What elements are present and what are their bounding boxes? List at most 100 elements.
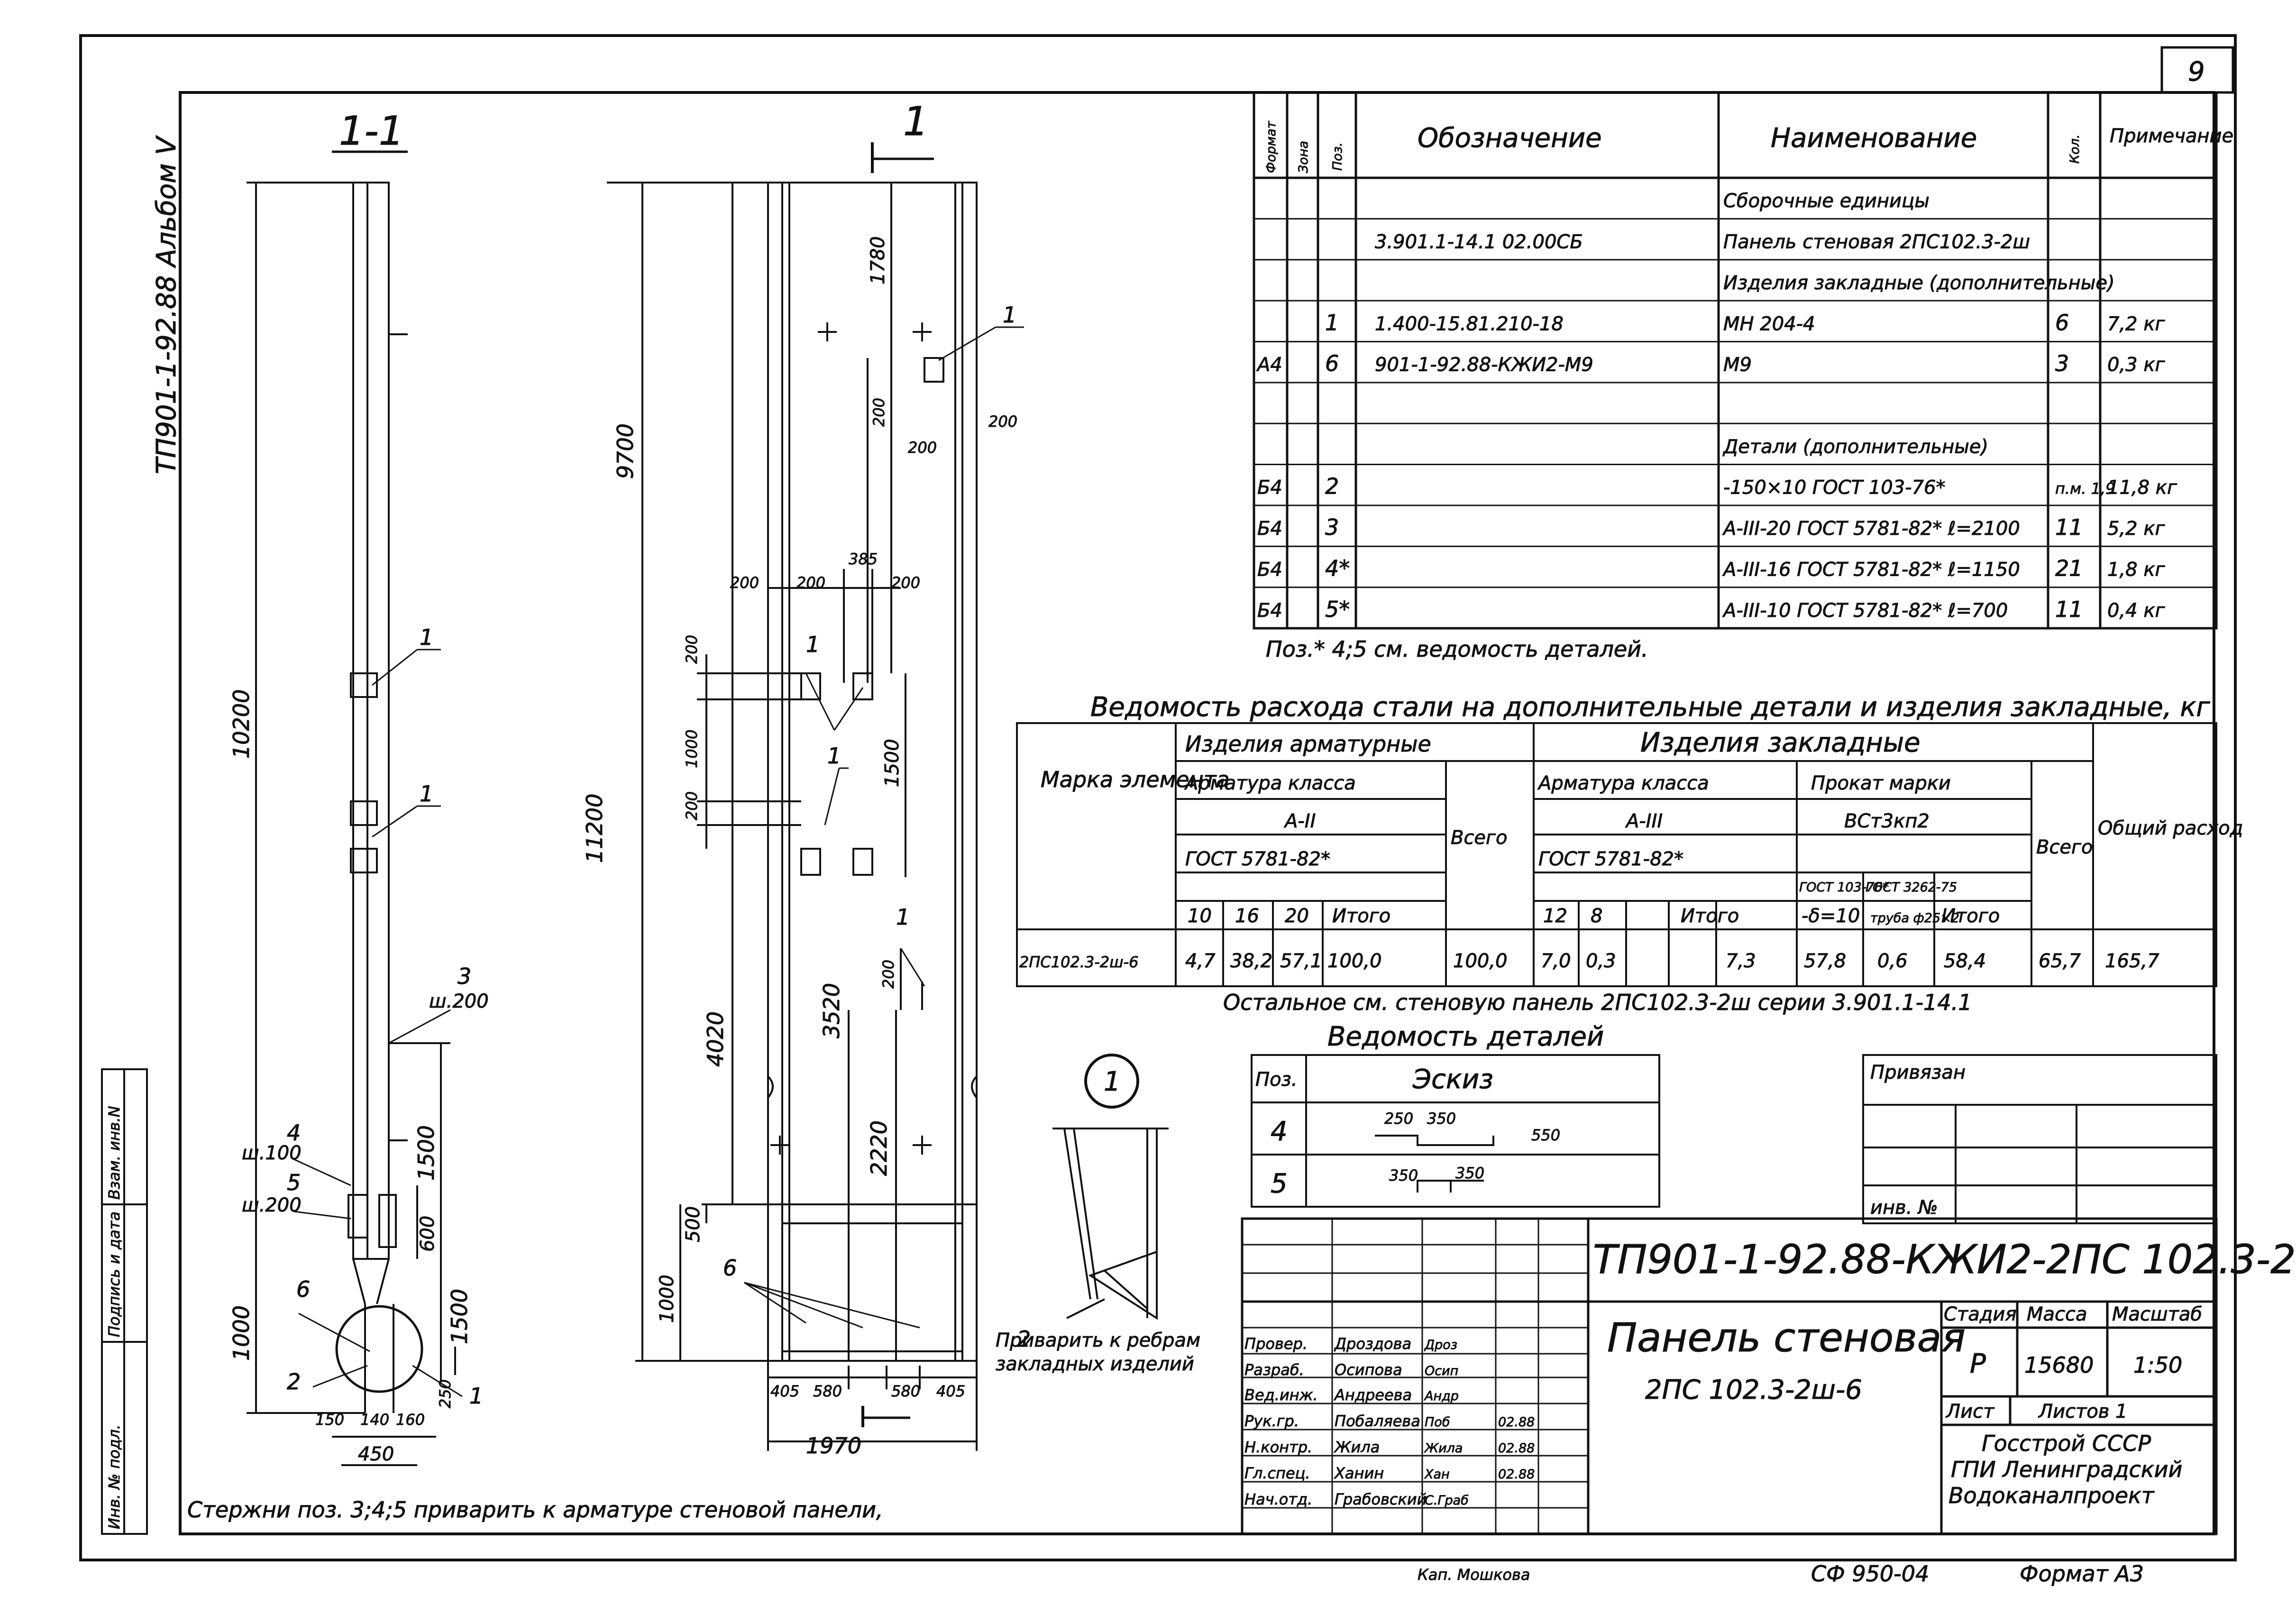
elev-dim-405b: 405 — [936, 1382, 965, 1400]
section-label: 1-1 — [339, 108, 404, 154]
elevation — [607, 142, 978, 1451]
spec-cell-note: 0,3 кг — [2107, 354, 2165, 376]
copyist-label: Кап. Мошкова — [1418, 1566, 1530, 1584]
sig-name: Побаляева — [1335, 1412, 1420, 1430]
spec-h-format: Формат — [1264, 120, 1279, 173]
parts-title: Ведомость деталей — [1327, 1021, 1604, 1052]
spec-cell-name: Панель стеновая 2ПС102.3-2ш — [1723, 231, 2030, 253]
elev-dim-200c: 200 — [988, 413, 1017, 431]
sig-signature: Хан — [1424, 1467, 1450, 1482]
elev-callout-1c: 1 — [827, 743, 841, 769]
parts-row5-a: 350 — [1389, 1166, 1418, 1184]
spec-cell-name: А-III-16 ГОСТ 5781-82* ℓ=1150 — [1722, 559, 2020, 580]
steel-col-header: Итого — [1941, 905, 2000, 927]
title-block-left — [1242, 1219, 1588, 1534]
spec-h-note: Примечание — [2110, 125, 2233, 147]
spec-cell-pos: 6 — [1325, 351, 1339, 376]
elev-dim-200d: 200 — [730, 574, 759, 592]
spec-cell-name: Детали (дополнительные) — [1722, 436, 1988, 458]
steel-cell-it3: 58,4 — [1944, 950, 1986, 972]
drawing-footnote: Стержни поз. 3;4;5 приварить к арматуре … — [187, 1497, 883, 1523]
parts-h-sketch: Эскиз — [1412, 1064, 1493, 1095]
steel-h-gost-a: ГОСТ 5781-82* — [1185, 848, 1330, 870]
steel-col-header: Итого — [1681, 905, 1739, 927]
section-dim-160: 160 — [396, 1411, 425, 1429]
spec-h-pos: Поз. — [1330, 142, 1345, 171]
title-org-1: Госстрой СССР — [1982, 1431, 2151, 1456]
steel-h-mark-1: Марка элемента — [1041, 767, 1230, 792]
steel-cell-v10: 4,7 — [1185, 950, 1216, 972]
spec-cell-name: МН 204-4 — [1723, 313, 1815, 335]
spec-row: Сборочные единицы — [1723, 190, 1930, 212]
spec-cell-name: -150×10 ГОСТ 103-76* — [1723, 477, 1945, 499]
elev-dim-4020: 4020 — [703, 1011, 728, 1067]
title-stage: Р — [1970, 1349, 1986, 1379]
spec-h-designation: Обозначение — [1418, 123, 1602, 154]
sig-date: 02.88 — [1498, 1415, 1535, 1430]
spec-cell-note: 7,2 кг — [2107, 313, 2165, 335]
parts-row4-a: 250 — [1384, 1110, 1413, 1128]
steel-col-header: -δ=10 — [1802, 905, 1860, 927]
spec-h-zone: Зона — [1296, 141, 1311, 173]
steel-cell-mark: 2ПС102.3-2ш-6 — [1019, 953, 1138, 971]
side-label-inv: Инв. № подл. — [105, 1424, 123, 1529]
elev-dim-385: 385 — [849, 550, 878, 568]
sig-name: Грабовский — [1335, 1490, 1427, 1508]
spec-cell-note: 0,4 кг — [2107, 600, 2165, 622]
steel-col-header: труба ф25×2 — [1870, 911, 1959, 926]
sig-role: Вед.инж. — [1244, 1386, 1318, 1404]
sheet-frame — [79, 34, 2237, 1561]
elev-dim-1000b: 1000 — [683, 730, 701, 768]
title-scale: 1:50 — [2133, 1352, 2182, 1378]
steel-cell-pipe: 0,6 — [1877, 950, 1908, 972]
section-dim-1500a: 1500 — [413, 1125, 439, 1181]
steel-note: Остальное см. стеновую панель 2ПС102.3-2… — [1223, 990, 1972, 1015]
album-code: ТП901-1-92.88 Альбом V — [151, 135, 182, 474]
sig-name: Жила — [1334, 1438, 1380, 1456]
sig-role: Рук.гр. — [1244, 1412, 1299, 1430]
privyazan-grid — [1862, 1054, 2217, 1224]
steel-cell-total: 165,7 — [2105, 950, 2159, 972]
privyazan-label: Привязан — [1870, 1062, 1966, 1083]
section-dim-1000: 1000 — [229, 1305, 254, 1361]
elev-dim-1000: 1000 — [656, 1275, 678, 1323]
archive-code: СФ 950-04 — [1811, 1561, 1929, 1587]
callout-5-step: ш.200 — [242, 1194, 302, 1216]
spec-cell-designation: 3.901.1-14.1 02.00СБ — [1375, 231, 1583, 253]
spec-h-qty: Кол. — [2067, 134, 2082, 164]
spec-table-grid — [1253, 91, 2218, 630]
spec-cell-qty: 11 — [2055, 596, 2083, 622]
steel-title: Ведомость расхода стали на дополнительны… — [1090, 692, 2210, 723]
steel-h-gost-c: ГОСТ 103-76* — [1799, 880, 1889, 895]
callout-6: 6 — [296, 1276, 310, 1302]
elev-dim-9700: 9700 — [613, 423, 638, 479]
elev-cut-label: 1 — [903, 98, 928, 145]
title-stage-label: Стадия — [1944, 1303, 2016, 1325]
steel-h-arm-class2: Арматура класса — [1537, 772, 1709, 794]
side-stamp — [101, 1068, 148, 1535]
steel-cell-vsego1: 100,0 — [1453, 950, 1508, 972]
parts-row4-c: 550 — [1531, 1126, 1560, 1144]
steel-cell-vsego2: 65,7 — [2039, 950, 2081, 972]
elev-dim-11200: 11200 — [582, 794, 607, 863]
elev-callout-1a: 1 — [1003, 302, 1016, 328]
spec-cell-name: А-III-10 ГОСТ 5781-82* ℓ=700 — [1722, 600, 2008, 622]
section-1-1 — [247, 182, 456, 1466]
spec-cell-format: Б4 — [1257, 600, 1282, 622]
sig-date: 02.88 — [1498, 1441, 1535, 1456]
spec-cell-note: 1,8 кг — [2107, 559, 2165, 580]
elev-callout-1d: 1 — [896, 904, 910, 930]
elev-callout-2: 2 — [1017, 1326, 1031, 1352]
spec-cell-name: М9 — [1723, 354, 1752, 376]
title-mass-label: Масса — [2027, 1303, 2087, 1325]
spec-cell-qty: 3 — [2055, 351, 2069, 376]
steel-h-rolled: Прокат марки — [1811, 772, 1951, 794]
parts-row4-b: 350 — [1427, 1110, 1456, 1128]
